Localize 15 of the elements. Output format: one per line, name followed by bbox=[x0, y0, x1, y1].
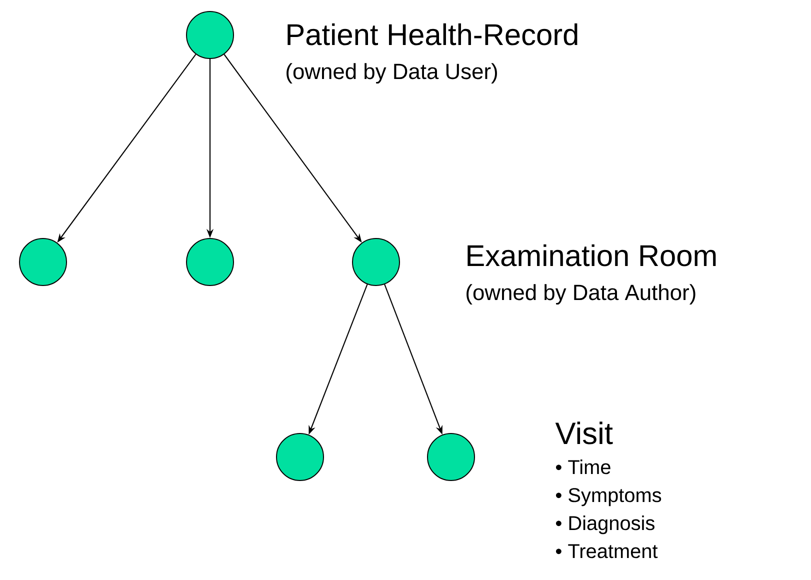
node-caption: Examination Room bbox=[468, 244, 716, 266]
node-caption: Visit bbox=[555, 422, 613, 444]
bullet-item: • Time bbox=[556, 460, 610, 474]
circle-node bbox=[19, 238, 67, 286]
circle-node bbox=[276, 433, 324, 481]
bullet-item: • Treatment bbox=[556, 544, 658, 558]
node-caption: Patient Health-Record bbox=[288, 23, 578, 46]
node-caption: (owned by Data Author) bbox=[466, 284, 696, 305]
circle-node bbox=[352, 238, 400, 286]
circle-node bbox=[186, 11, 234, 59]
node-caption: (owned by Data User) bbox=[286, 63, 497, 84]
bullet-item: • Symptoms bbox=[556, 488, 662, 506]
circle-node bbox=[186, 238, 234, 286]
circle-node bbox=[427, 433, 475, 481]
bullet-item: • Diagnosis bbox=[556, 516, 654, 534]
